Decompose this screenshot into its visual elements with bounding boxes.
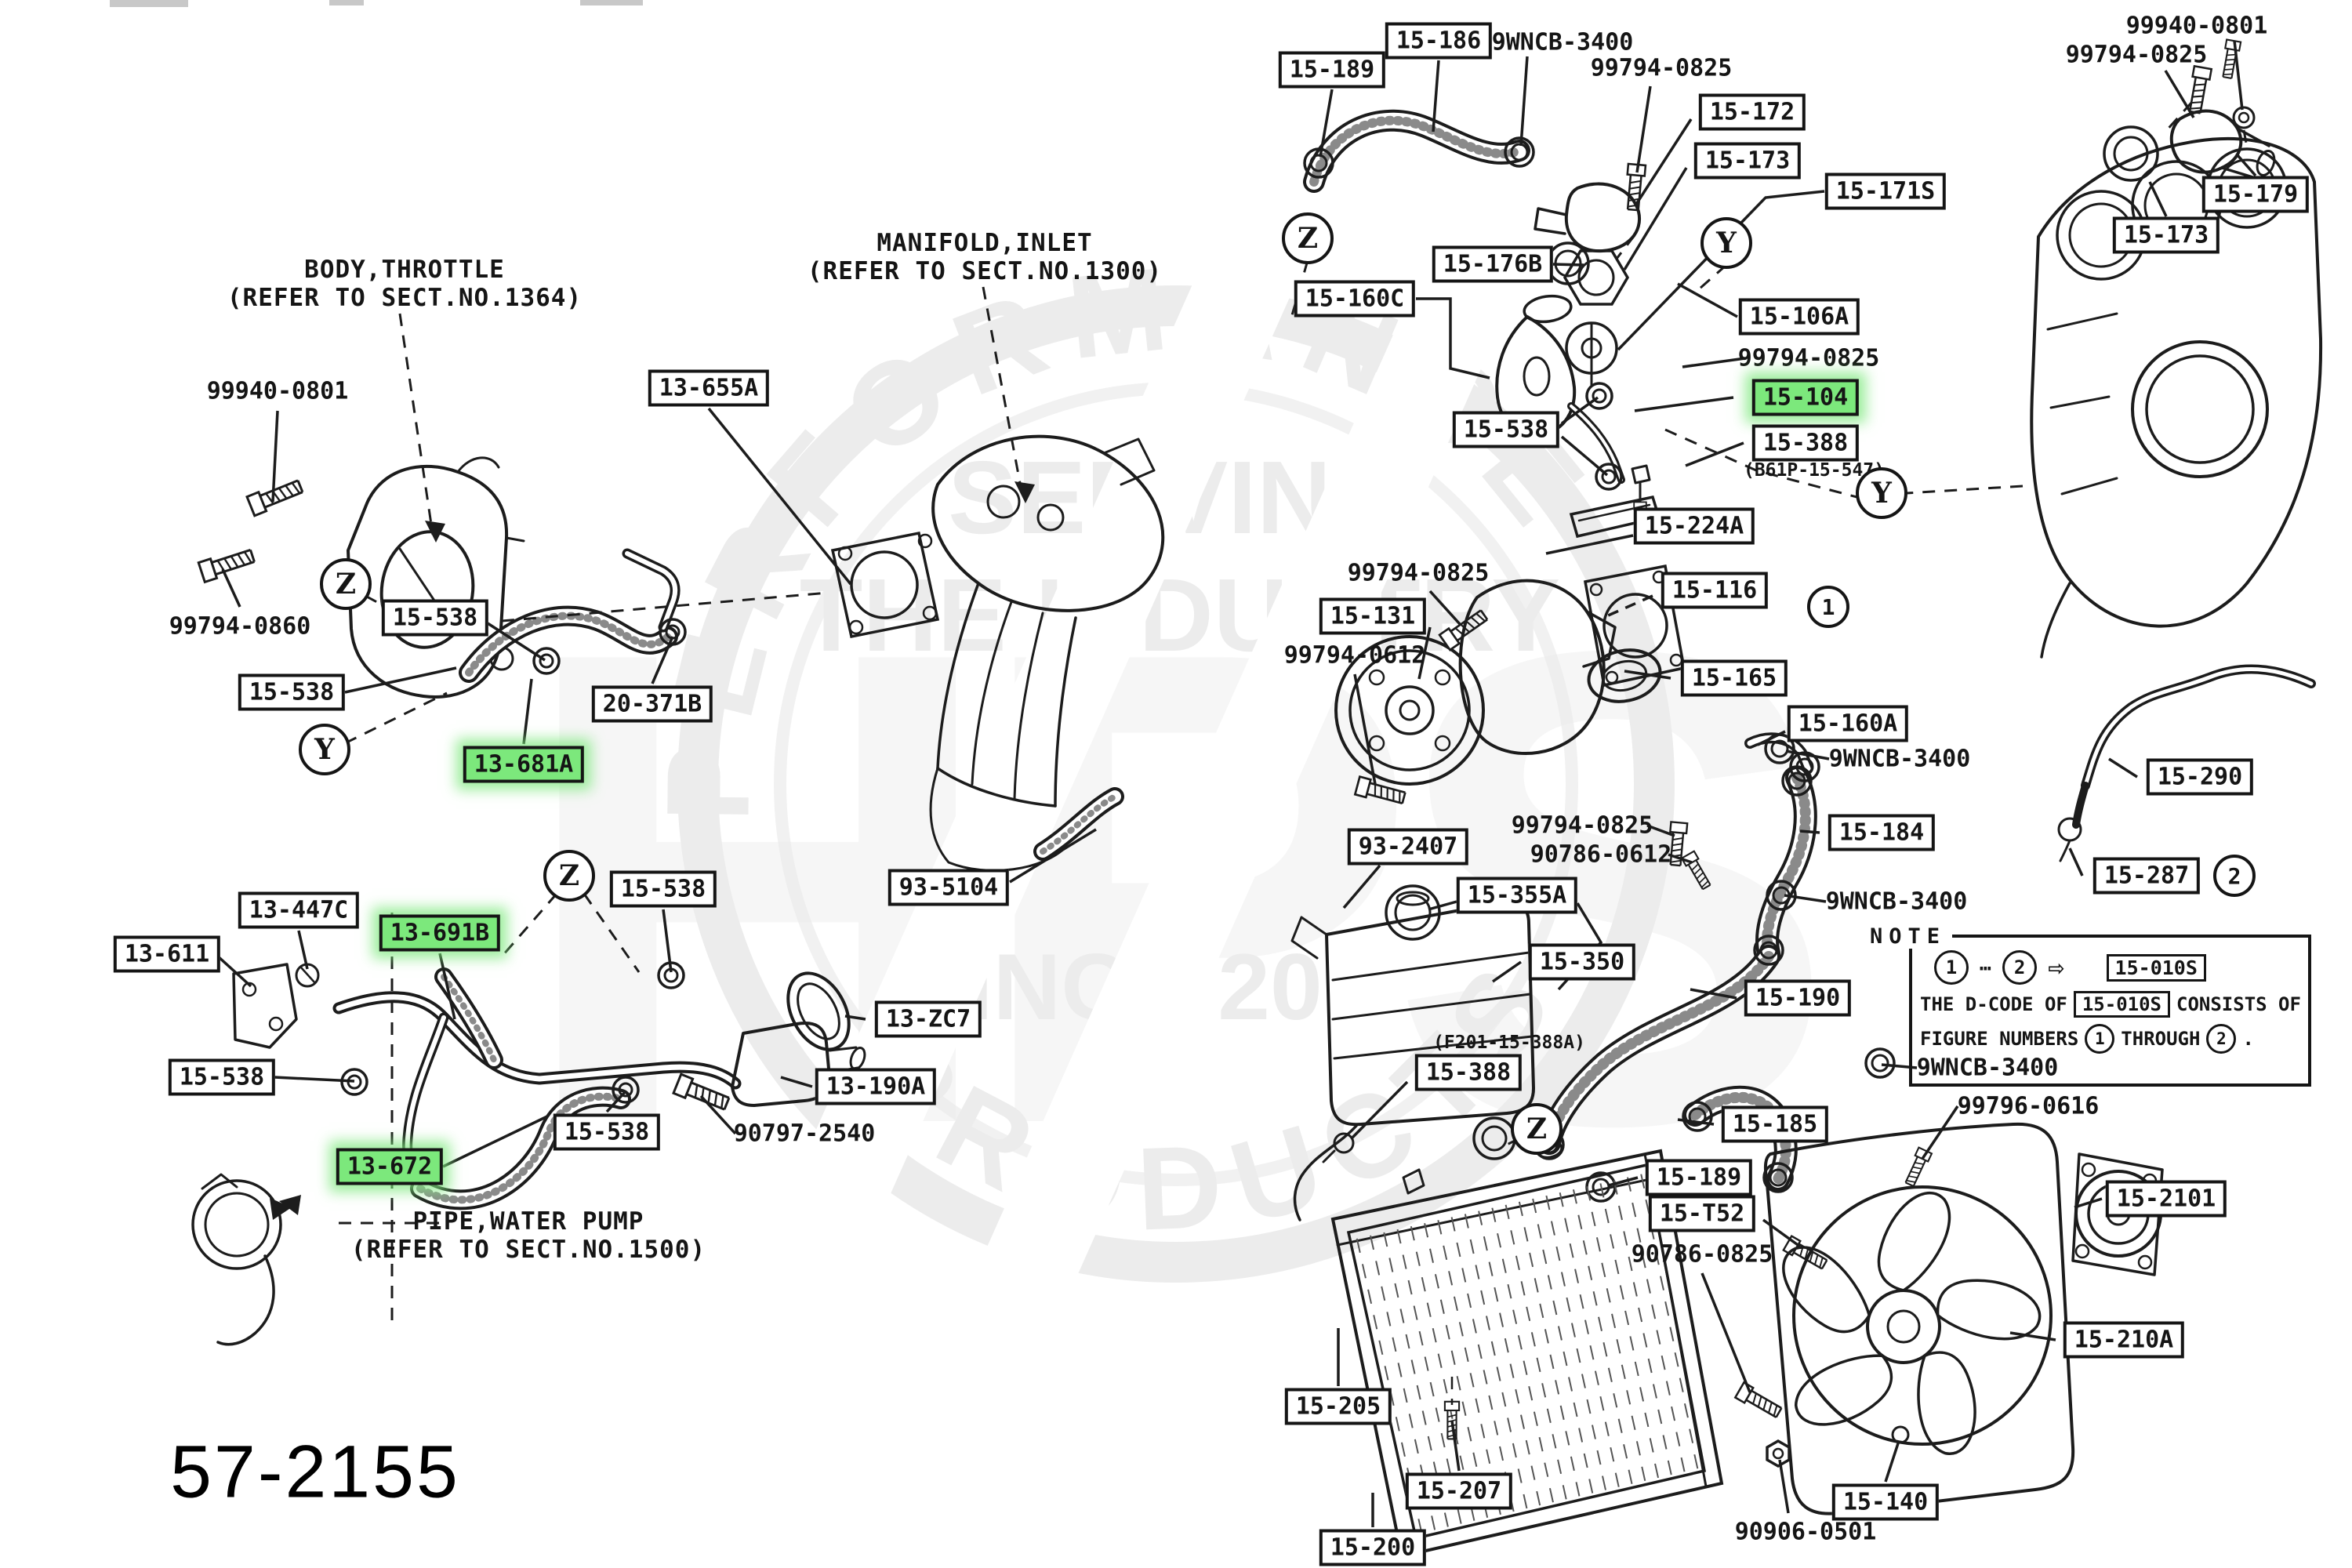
svg-text:THE INDUSTRY: THE INDUSTRY [800,557,1560,673]
circled-2-icon: 2 [2206,1024,2237,1054]
leader-line [1428,900,1457,911]
leader-line [605,1090,627,1113]
leader-line [1545,534,1634,555]
leader-line [1784,894,1827,903]
leader-line [487,622,546,662]
leader-line [344,666,457,694]
note-part-token: 15-010S [2073,991,2170,1018]
arrow-icon: ⇨ [2048,952,2064,983]
leader-line [1319,89,1334,158]
leader-line [1552,263,1584,267]
leader-line [1342,864,1381,909]
note-period: . [2242,1028,2254,1050]
leader-line [651,636,674,684]
leader-line [1560,435,1609,477]
cut-label-fragment [329,0,364,5]
note-line3-text-b: THROUGH [2121,1028,2201,1050]
leader-line [297,930,309,970]
leader-line [1884,1440,1900,1483]
leader-line [1519,56,1529,147]
leader-line [271,410,279,503]
leader-line [780,1076,813,1088]
leader-line [1450,1420,1461,1472]
leader-line [1778,1459,1790,1514]
leader-line [707,407,852,586]
leader-line [844,1014,866,1021]
circled-1-icon: 1 [1934,950,1969,985]
leader-line [1417,626,1432,680]
leader-line [1557,902,1603,991]
leader-line [1428,590,1461,626]
leader-line [1685,441,1744,467]
leader-line [1608,1176,1639,1187]
leader-line [1690,988,1737,1000]
note-box: NOTE 1 ⋯ 2 ⇨ 15-010S THE D-CODE OF 15-01… [1864,924,2311,1087]
leader-line [1432,60,1440,132]
leader-line [216,954,252,988]
note-part-token: 15-010S [2106,953,2206,982]
leader-line [1677,1118,1715,1126]
leader-line [1560,396,1599,425]
leader-line [2164,70,2195,118]
leader-line [221,568,241,608]
leader-line [1635,85,1652,173]
note-dots: ⋯ [1980,956,1992,979]
leader-line [1700,1272,1751,1393]
leader-line [1009,828,1097,884]
leader-line [442,1115,548,1168]
leader-line [2148,181,2168,217]
note-line-3: FIGURE NUMBERS 1 THROUGH 2 . [1920,1024,2308,1054]
leader-line [2009,1331,2056,1341]
leader-line [1416,297,1490,379]
cut-label-fragment [580,0,643,5]
leader-line [522,678,533,745]
leader-line [2068,848,2084,877]
leader-line [1677,282,1738,318]
leader-line [1785,750,1830,760]
note-line2-text-b: CONSISTS OF [2176,993,2301,1015]
note-line3-text-a: FIGURE NUMBERS [1920,1028,2079,1050]
circled-2-icon: 2 [2002,950,2038,985]
leader-line [1634,118,1693,206]
leader-line [699,1094,737,1135]
leader-line [1624,670,1671,680]
note-line-2: THE D-CODE OF 15-010S CONSISTS OF [1920,991,2308,1018]
leader-line [1668,853,1693,864]
leader-line [1623,167,1688,270]
leader-line [1350,1080,1409,1140]
leader-line [1599,594,1653,621]
circled-1-icon: 1 [2085,1024,2115,1054]
leader-line [1799,829,1820,834]
leader-line [1682,357,1746,368]
note-symbol-row: 1 ⋯ 2 ⇨ 15-010S [1934,950,2308,985]
leader-line [662,909,673,973]
leader-line [438,953,456,1020]
leader-line [1762,1218,1802,1248]
note-title: NOTE [1864,924,1953,949]
leader-line [1757,730,1786,746]
leader-line [2236,154,2257,177]
leader-line [2074,1197,2103,1209]
leader-line [1353,673,1377,785]
leader-line [274,1076,355,1083]
leader-line [1492,960,1522,983]
leader-line [1617,190,1825,351]
leader-line [2108,757,2138,779]
leader-line [1921,1105,1959,1160]
leader-line [1634,396,1734,412]
leader-line [1646,824,1675,837]
note-line2-text-a: THE D-CODE OF [1920,993,2067,1015]
leader-line [2233,40,2244,111]
cut-label-fragment [110,0,188,7]
